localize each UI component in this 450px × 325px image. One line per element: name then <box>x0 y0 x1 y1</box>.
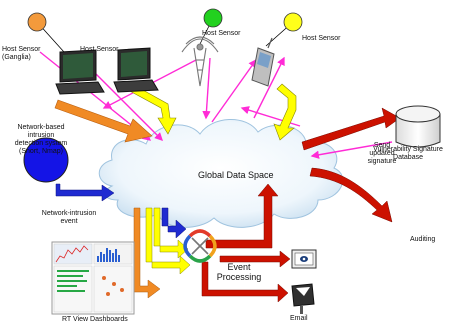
db-to-cloud-arrow <box>310 141 393 159</box>
red-processing-to-screen-arrow <box>219 250 291 268</box>
screen-alert-icon <box>291 249 317 269</box>
host-sensor-ganglia <box>27 12 105 95</box>
net-event-label: Network-intrusion event <box>41 210 97 225</box>
auditing-label: Auditing <box>410 236 436 243</box>
ids-label: Network-based intrusion detection system… <box>14 124 68 155</box>
red-processing-to-email-arrow <box>201 261 289 303</box>
antenna-icon <box>181 36 219 87</box>
send-updated-label: Send updated signature <box>367 142 397 165</box>
sensor3-to-cloud-arrow <box>202 57 211 120</box>
yellow-to-processing-arrow-b <box>153 207 189 259</box>
blue-ids-arrow <box>55 183 115 202</box>
red-to-db-arrow <box>301 107 401 151</box>
laptop-icon <box>55 49 105 95</box>
laptop-icon <box>113 47 159 93</box>
sensor-node-orange <box>27 12 47 32</box>
orange-sensor-arrow <box>54 99 153 143</box>
dashboard-thumbnail <box>51 241 135 315</box>
host-sensor-3-label: Host Sensor <box>202 30 241 37</box>
ids-node <box>23 137 69 183</box>
red-to-auditing-arrow <box>309 167 393 223</box>
vuln-db-label: Vulnerability Signature Database <box>373 146 443 161</box>
event-processing-label: Event Processing <box>216 262 262 282</box>
vulnerability-database-icon <box>395 105 441 148</box>
host-sensor-4-label: Host Sensor <box>302 35 341 42</box>
email-label: Email <box>290 315 308 322</box>
sensor2-to-cloud-arrow <box>87 65 163 141</box>
event-processing-logo <box>183 229 217 263</box>
cloud-label: Global Data Space <box>198 170 274 180</box>
yellow-sensor2-arrow <box>127 83 177 135</box>
host-sensor-4 <box>251 12 303 87</box>
blue-to-processing-arrow <box>161 207 187 239</box>
cloud-to-sensor4-arrow <box>253 56 285 119</box>
mobile-phone-icon <box>251 37 275 87</box>
sensor-node-yellow <box>283 12 303 32</box>
email-mailbox-icon <box>291 283 315 314</box>
sensor-node-green <box>203 8 223 28</box>
host-sensor-2-label: Host Sensor <box>80 46 119 53</box>
host-sensor-3 <box>181 8 223 87</box>
yellow-to-processing-arrow-a <box>145 207 191 275</box>
cloud-to-sensor3-arrow <box>211 58 257 123</box>
dashboards-label: RT View Dashboards <box>62 316 128 323</box>
host-sensor-2 <box>113 47 159 93</box>
host-sensor-ganglia-label: Host Sensor (Ganglia) <box>2 46 41 61</box>
yellow-phone-arrow <box>273 83 297 141</box>
